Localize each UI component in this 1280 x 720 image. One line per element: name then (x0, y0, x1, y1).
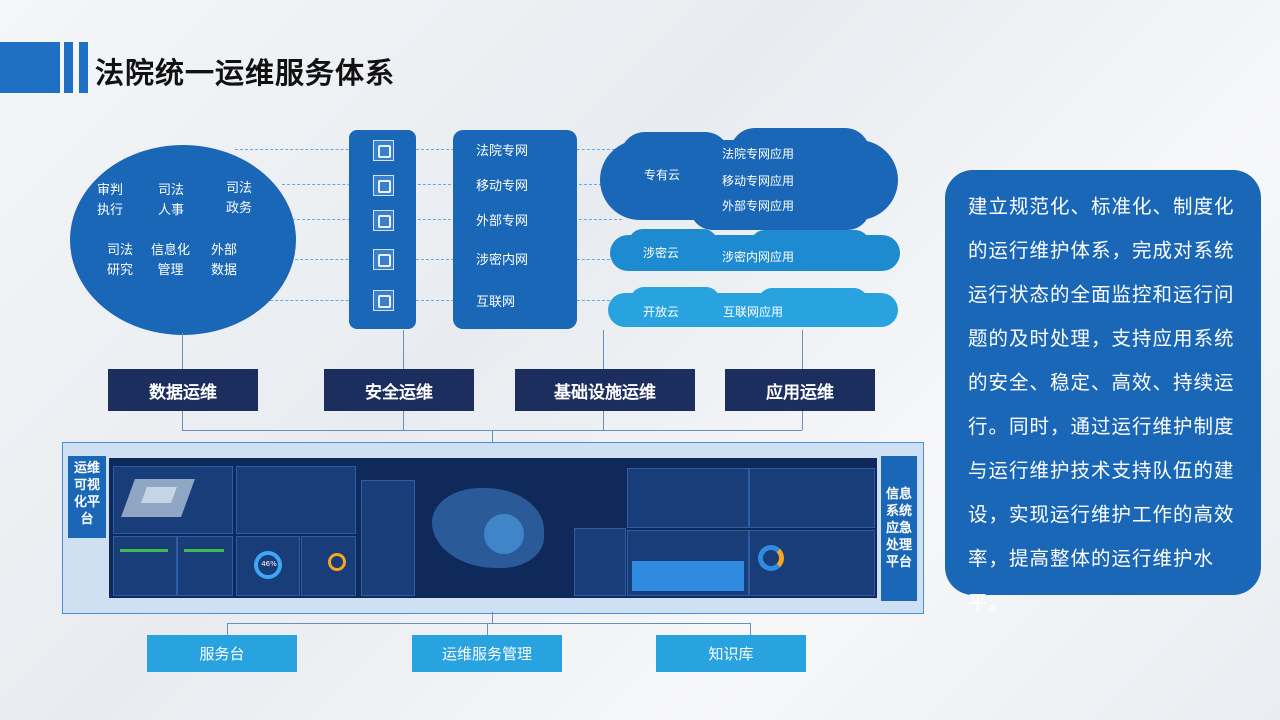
network-label: 移动专网 (476, 179, 529, 194)
connector-line (603, 411, 604, 430)
connector-line (802, 411, 803, 430)
china-map (414, 462, 564, 594)
ops-infrastructure-box: 基础设施运维 (515, 369, 695, 411)
security-icon (373, 210, 394, 231)
network-label: 涉密内网 (476, 253, 529, 268)
connector-line (403, 411, 404, 430)
header-bar (79, 42, 88, 93)
ops-security-box: 安全运维 (324, 369, 474, 411)
dashboard-panel (574, 528, 626, 596)
dashed-connector (225, 300, 615, 301)
dashed-connector (235, 149, 625, 150)
network-column: 法院专网 移动专网 外部专网 涉密内网 互联网 (453, 130, 577, 329)
security-icon (373, 290, 394, 311)
cloud-app: 涉密内网应用 (722, 250, 795, 264)
circle-item-label: 信息化 管理 (151, 243, 191, 278)
connector-line (182, 333, 183, 369)
security-icon (373, 175, 394, 196)
network-label: 法院专网 (476, 144, 529, 159)
header-block (0, 42, 60, 93)
app-grid-panel (749, 468, 875, 528)
connector-line (802, 330, 803, 369)
dashboard-panel (177, 536, 233, 596)
connector-line (227, 623, 750, 624)
description-text: 建立规范化、标准化、制度化的运行维护体系，完成对系统运行状态的全面监控和运行问题… (968, 195, 1235, 614)
visualization-platform-label: 运维 可视 化平 台 (68, 456, 106, 538)
connector-line (227, 623, 228, 635)
connector-line (492, 430, 493, 442)
chart-panel (749, 530, 875, 596)
dashboard-list-panel (361, 480, 415, 596)
business-circle: 审判 执行 司法 人事 司法 政务 司法 研究 信息化 管理 外部 数据 (70, 145, 296, 335)
dashboard-screenshot: 46% (109, 458, 877, 598)
ops-data-box: 数据运维 (108, 369, 258, 411)
page-title: 法院统一运维服务体系 (95, 56, 396, 90)
cloud-app: 互联网应用 (723, 305, 784, 319)
private-cloud: 专有云 法院专网应用 移动专网应用 外部专网应用 (600, 128, 898, 230)
cloud-app: 外部专网应用 (722, 199, 795, 213)
chart-panel (627, 530, 749, 596)
circle-item-label: 外部 数据 (211, 243, 238, 278)
circle-item-label: 司法 研究 (107, 243, 134, 278)
circle-item-label: 审判 执行 (97, 183, 124, 218)
dashboard-panel: 46% (236, 536, 300, 596)
knowledge-base-box: 知识库 (656, 635, 806, 672)
app-grid-panel (627, 468, 749, 528)
connector-line (492, 612, 493, 623)
dashboard-panel (236, 466, 356, 534)
connector-line (603, 330, 604, 369)
dashed-connector (282, 184, 612, 185)
security-icon (373, 140, 394, 161)
dashboard-panel (301, 536, 356, 596)
ops-application-box: 应用运维 (725, 369, 875, 411)
open-cloud: 开放云 互联网应用 (608, 287, 898, 327)
network-label: 互联网 (476, 295, 516, 310)
description-panel (945, 170, 1261, 595)
cloud-name: 涉密云 (643, 246, 680, 260)
connector-line (403, 330, 404, 369)
emergency-platform-label: 信息 系统 应急 处理 平台 (881, 456, 917, 601)
circle-item-label: 司法 政务 (226, 181, 253, 216)
cloud-app: 移动专网应用 (722, 174, 795, 188)
cloud-name: 开放云 (643, 305, 680, 319)
ops-service-management-box: 运维服务管理 (412, 635, 562, 672)
connector-line (750, 623, 751, 635)
security-icon (373, 249, 394, 270)
secret-cloud: 涉密云 涉密内网应用 (610, 229, 900, 271)
cloud-app: 法院专网应用 (722, 147, 795, 161)
connector-line (487, 623, 488, 635)
dashed-connector (270, 259, 620, 260)
service-desk-box: 服务台 (147, 635, 297, 672)
dashboard-panel (113, 536, 177, 596)
header-bar (64, 42, 73, 93)
dashboard-panel (113, 466, 233, 534)
network-label: 外部专网 (476, 214, 529, 229)
cloud-name: 专有云 (644, 168, 681, 182)
security-column (349, 130, 416, 329)
circle-item-label: 司法 人事 (158, 183, 185, 218)
gauge-value: 46% (261, 560, 277, 568)
connector-line (182, 411, 183, 430)
